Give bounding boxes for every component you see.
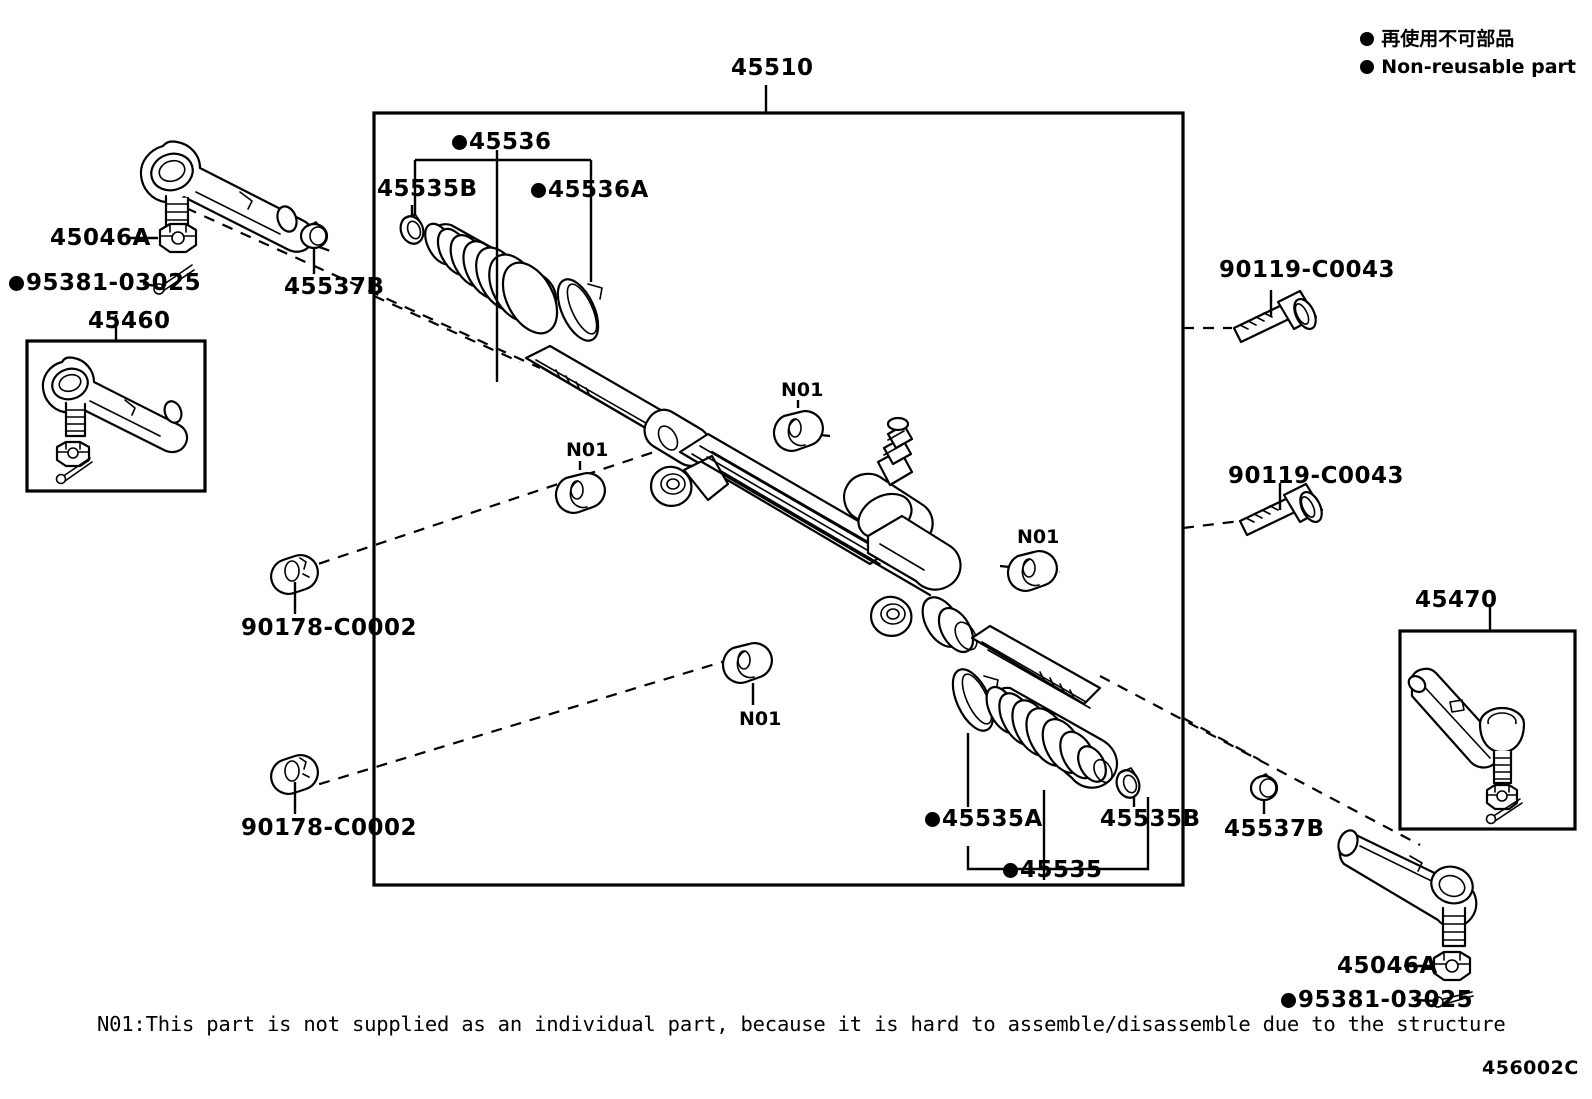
legend-label-japanese: 再使用不可部品 <box>1381 28 1515 50</box>
nonreusable-marker-icon <box>531 183 546 198</box>
part-label-95381-03025-lower[interactable]: 95381-03025 <box>1281 989 1473 1012</box>
bolt-upper-right <box>1232 289 1318 344</box>
bushing-n01-1 <box>554 461 606 514</box>
part-label-45537B-lower[interactable]: 45537B <box>1224 816 1325 842</box>
bolt-lower-right <box>1238 482 1324 537</box>
castle-nut-lower-right <box>1404 950 1472 982</box>
footnote-n01: N01:This part is not supplied as an indi… <box>97 1012 1506 1036</box>
flange-nut-lower-left <box>270 754 319 814</box>
bushing-n01-2 <box>772 400 824 452</box>
part-label-45536A[interactable]: 45536A <box>531 179 649 202</box>
boot-bellows-lower <box>951 668 1150 880</box>
boot-clamp-lower <box>951 668 999 807</box>
inset-box-45470 <box>1398 604 1577 831</box>
nonreusable-marker-icon <box>452 135 467 150</box>
bracket-45536 <box>413 150 593 216</box>
part-label-45536[interactable]: 45536 <box>452 131 552 154</box>
legend-label-english: Non-reusable part <box>1381 55 1576 78</box>
part-label-45535B-upper[interactable]: 45535B <box>377 176 478 202</box>
inset-box-45460 <box>25 315 207 493</box>
part-label-95381-03025-upper[interactable]: 95381-03025 <box>9 272 201 295</box>
inner-tie-rod-lower <box>970 624 1102 709</box>
part-label-90119-C0043-lower[interactable]: 90119-C0043 <box>1228 463 1404 489</box>
part-label-n01-1[interactable]: N01 <box>566 439 609 461</box>
bellows-lower <box>985 685 1119 846</box>
nonreusable-marker-icon <box>1360 32 1375 46</box>
part-label-90178-C0002-mid[interactable]: 90178-C0002 <box>241 615 417 641</box>
assembly-dashed-lines <box>185 206 1421 846</box>
nonreusable-marker-icon <box>1003 863 1018 878</box>
part-label-n01-2[interactable]: N01 <box>781 379 824 401</box>
legend-row-japanese: 再使用不可部品 <box>1360 26 1576 54</box>
nonreusable-marker-icon <box>1360 59 1375 74</box>
boot-band-small-upper <box>399 205 425 245</box>
part-label-45537B-upper[interactable]: 45537B <box>284 274 385 300</box>
part-label-90119-C0043-upper[interactable]: 90119-C0043 <box>1219 257 1395 283</box>
part-label-45535A[interactable]: 45535A <box>925 808 1043 831</box>
nonreusable-marker-icon <box>9 276 24 291</box>
clamp-lower-right <box>1249 773 1279 814</box>
diagram-code: 456002C <box>1482 1057 1579 1079</box>
legend-row-english: Non-reusable part <box>1360 54 1576 82</box>
bushing-n01-3 <box>1006 550 1058 592</box>
bracket-45535 <box>966 797 1150 880</box>
cotter-pin-upper-left <box>142 264 195 295</box>
part-label-45046A-lower[interactable]: 45046A <box>1337 953 1438 979</box>
flange-nut-mid-left <box>270 554 319 614</box>
nonreusable-marker-icon <box>1281 993 1296 1008</box>
inner-tie-rod-upper <box>524 344 712 467</box>
boot-clamp-upper <box>556 205 603 342</box>
part-label-45535B-lower[interactable]: 45535B <box>1100 806 1201 832</box>
bushing-n01-4 <box>721 642 773 705</box>
inset-label-45470[interactable]: 45470 <box>1415 587 1498 613</box>
part-label-n01-4[interactable]: N01 <box>739 708 782 730</box>
main-group-box <box>372 85 1185 887</box>
part-label-45510[interactable]: 45510 <box>731 55 814 81</box>
inset-label-45460[interactable]: 45460 <box>88 308 171 334</box>
nonreusable-marker-icon <box>925 812 940 827</box>
castle-nut-upper-left <box>130 222 198 254</box>
boot-band-small-lower <box>1115 767 1141 807</box>
clamp-upper-left <box>299 221 329 274</box>
part-label-n01-3[interactable]: N01 <box>1017 526 1060 548</box>
tie-rod-end-lower-right <box>1337 829 1478 948</box>
cotter-pin-lower-right <box>1413 991 1474 1008</box>
boot-bellows-upper <box>399 160 603 382</box>
steering-rack-housing <box>650 416 978 654</box>
part-label-45046A-upper[interactable]: 45046A <box>50 225 151 251</box>
part-label-45535[interactable]: 45535 <box>1003 859 1103 882</box>
bellows-upper <box>424 160 559 382</box>
part-label-90178-C0002-lower[interactable]: 90178-C0002 <box>241 815 417 841</box>
legend: 再使用不可部品 Non-reusable part <box>1360 26 1576 81</box>
tie-rod-end-upper-left <box>139 140 315 253</box>
